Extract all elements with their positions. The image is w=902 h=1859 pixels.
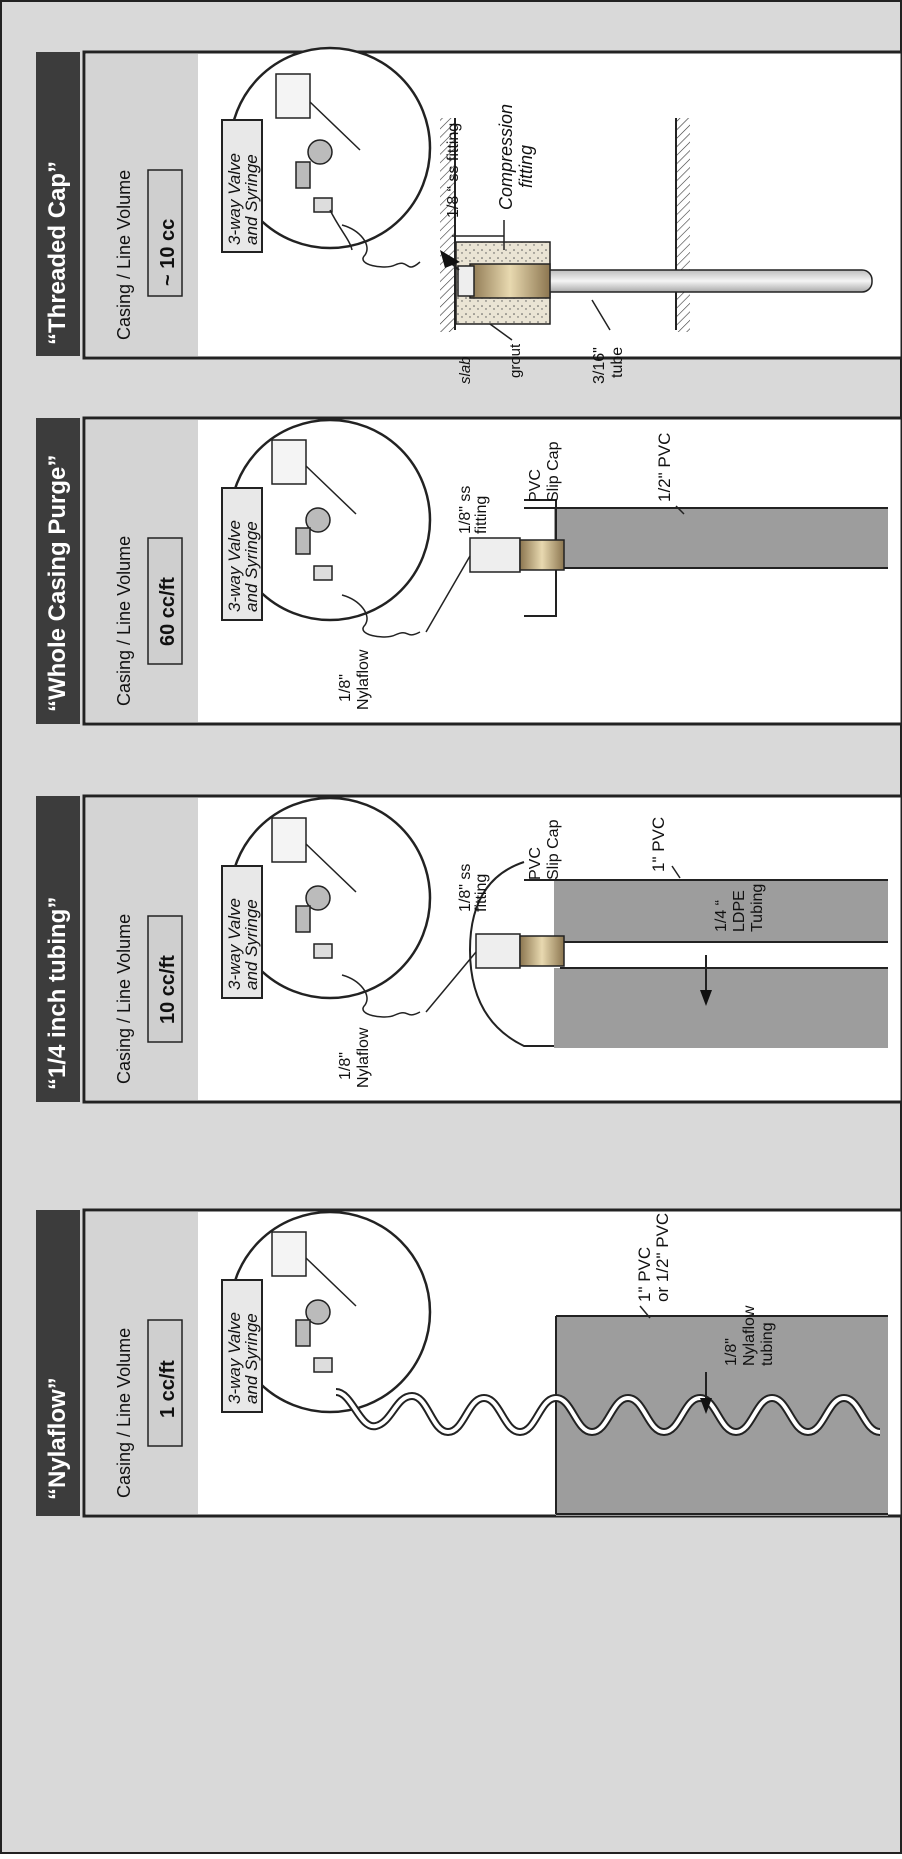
pvc-casing bbox=[554, 508, 888, 568]
compression-fitting bbox=[469, 263, 551, 299]
label-compression-line2: fitting bbox=[516, 145, 536, 188]
panel-title-bar bbox=[36, 52, 80, 356]
label-tube-line2: tube bbox=[609, 347, 626, 378]
label-ss-fitting: 1/8 “ ss fitting bbox=[445, 123, 462, 218]
label-nyla-line3: tubing bbox=[759, 1322, 776, 1366]
label-ldpe-line1: 1/4 “ bbox=[713, 900, 730, 932]
label-ldpe-line3: Tubing bbox=[749, 884, 766, 932]
volume-label: Casing / Line Volume bbox=[114, 170, 134, 340]
valve-label-line1: 3-way Valve bbox=[225, 1312, 244, 1404]
volume-label: Casing / Line Volume bbox=[114, 1328, 134, 1498]
label-compression-line1: Compression bbox=[496, 104, 516, 210]
label-cap-line1: PVC bbox=[527, 469, 544, 502]
valve-label-line1: 3-way Valve bbox=[225, 898, 244, 990]
label-ss-line1: 1/8" ss bbox=[457, 486, 474, 534]
ss-fitting bbox=[519, 539, 565, 571]
pvc-casing-lower bbox=[554, 968, 888, 1048]
volume-value-box bbox=[147, 915, 183, 1043]
label-ldpe-line2: LDPE bbox=[731, 890, 748, 932]
label-cap-line2: Slip Cap bbox=[545, 819, 562, 880]
sample-tube bbox=[539, 269, 873, 293]
valve-label-box bbox=[221, 1279, 263, 1413]
valve-label-box bbox=[221, 487, 263, 621]
label-ss-line2: fitting bbox=[473, 496, 490, 534]
label-tube-line1: 3/16" bbox=[591, 347, 608, 384]
panel-quarter-inch-tubing: “1/4 inch tubing” Casing / Line Volume 1… bbox=[36, 794, 902, 1104]
label-nyla-line1: 1/8" bbox=[337, 1052, 354, 1080]
panel-title: “Whole Casing Purge” bbox=[44, 455, 71, 712]
valve-label-line2: and Syringe bbox=[242, 521, 261, 612]
pvc-casing-upper bbox=[554, 880, 888, 942]
volume-value-box bbox=[147, 537, 183, 665]
panel-title-bar bbox=[36, 418, 80, 724]
volume-label: Casing / Line Volume bbox=[114, 914, 134, 1084]
label-pvc: 1/2" PVC bbox=[655, 433, 674, 502]
slab-hatch bbox=[440, 118, 454, 332]
label-nyla-line2: Nylaflow bbox=[355, 649, 372, 710]
panel-nylaflow: “Nylaflow” Casing / Line Volume 1 cc/ft … bbox=[36, 1208, 902, 1518]
label-pvc-line2: or 1/2" PVC bbox=[653, 1213, 672, 1302]
panel-threaded-cap: “Threaded Cap” Casing / Line Volume ~ 10… bbox=[36, 46, 902, 384]
label-nyla-line2: Nylaflow bbox=[355, 1027, 372, 1088]
volume-value: ~ 10 cc bbox=[157, 219, 179, 286]
volume-value: 60 cc/ft bbox=[157, 577, 179, 646]
label-cap-line1: PVC bbox=[527, 847, 544, 880]
panel-title: “1/4 inch tubing” bbox=[44, 897, 71, 1090]
valve-label-box bbox=[221, 865, 263, 999]
label-nyla-line1: 1/8" bbox=[337, 674, 354, 702]
label-pvc-line1: 1" PVC bbox=[635, 1247, 654, 1302]
panel-title: “Threaded Cap” bbox=[44, 161, 71, 345]
volume-value-box bbox=[147, 169, 183, 297]
volume-value: 1 cc/ft bbox=[157, 1360, 179, 1418]
valve-syringe-inset: 3-way Valve and Syringe bbox=[221, 1210, 432, 1414]
label-pvc: 1" PVC bbox=[649, 817, 668, 872]
label-ss-line2: fitting bbox=[473, 874, 490, 912]
volume-label: Casing / Line Volume bbox=[114, 536, 134, 706]
label-nyla-line1: 1/8" bbox=[723, 1338, 740, 1366]
panel-title-bar bbox=[36, 796, 80, 1102]
label-grout: grout bbox=[507, 343, 524, 378]
panel-whole-casing-purge: “Whole Casing Purge” Casing / Line Volum… bbox=[36, 416, 902, 726]
volume-value: 10 cc/ft bbox=[157, 955, 179, 1024]
label-slab: slab bbox=[457, 356, 474, 384]
valve-syringe-inset: 3-way Valve and Syringe bbox=[221, 418, 432, 622]
valve-syringe-inset: 3-way Valve and Syringe bbox=[221, 46, 432, 253]
slab-hatch-lower bbox=[676, 118, 690, 332]
valve-label-line2: and Syringe bbox=[242, 899, 261, 990]
panel-title-bar bbox=[36, 1210, 80, 1516]
valve-label-line1: 3-way Valve bbox=[225, 520, 244, 612]
valve-label-line2: and Syringe bbox=[242, 154, 261, 245]
valve-label-line1: 3-way Valve bbox=[225, 153, 244, 245]
volume-value-box bbox=[147, 1319, 183, 1447]
ss-fitting bbox=[519, 935, 565, 967]
valve-label-box bbox=[221, 119, 263, 253]
valve-label-line2: and Syringe bbox=[242, 1313, 261, 1404]
label-nyla-line2: Nylaflow bbox=[741, 1305, 758, 1366]
label-ss-line1: 1/8" ss bbox=[457, 864, 474, 912]
valve-syringe-inset: 3-way Valve and Syringe bbox=[221, 796, 432, 1000]
panel-title: “Nylaflow” bbox=[44, 1377, 71, 1500]
label-cap-line2: Slip Cap bbox=[545, 441, 562, 502]
